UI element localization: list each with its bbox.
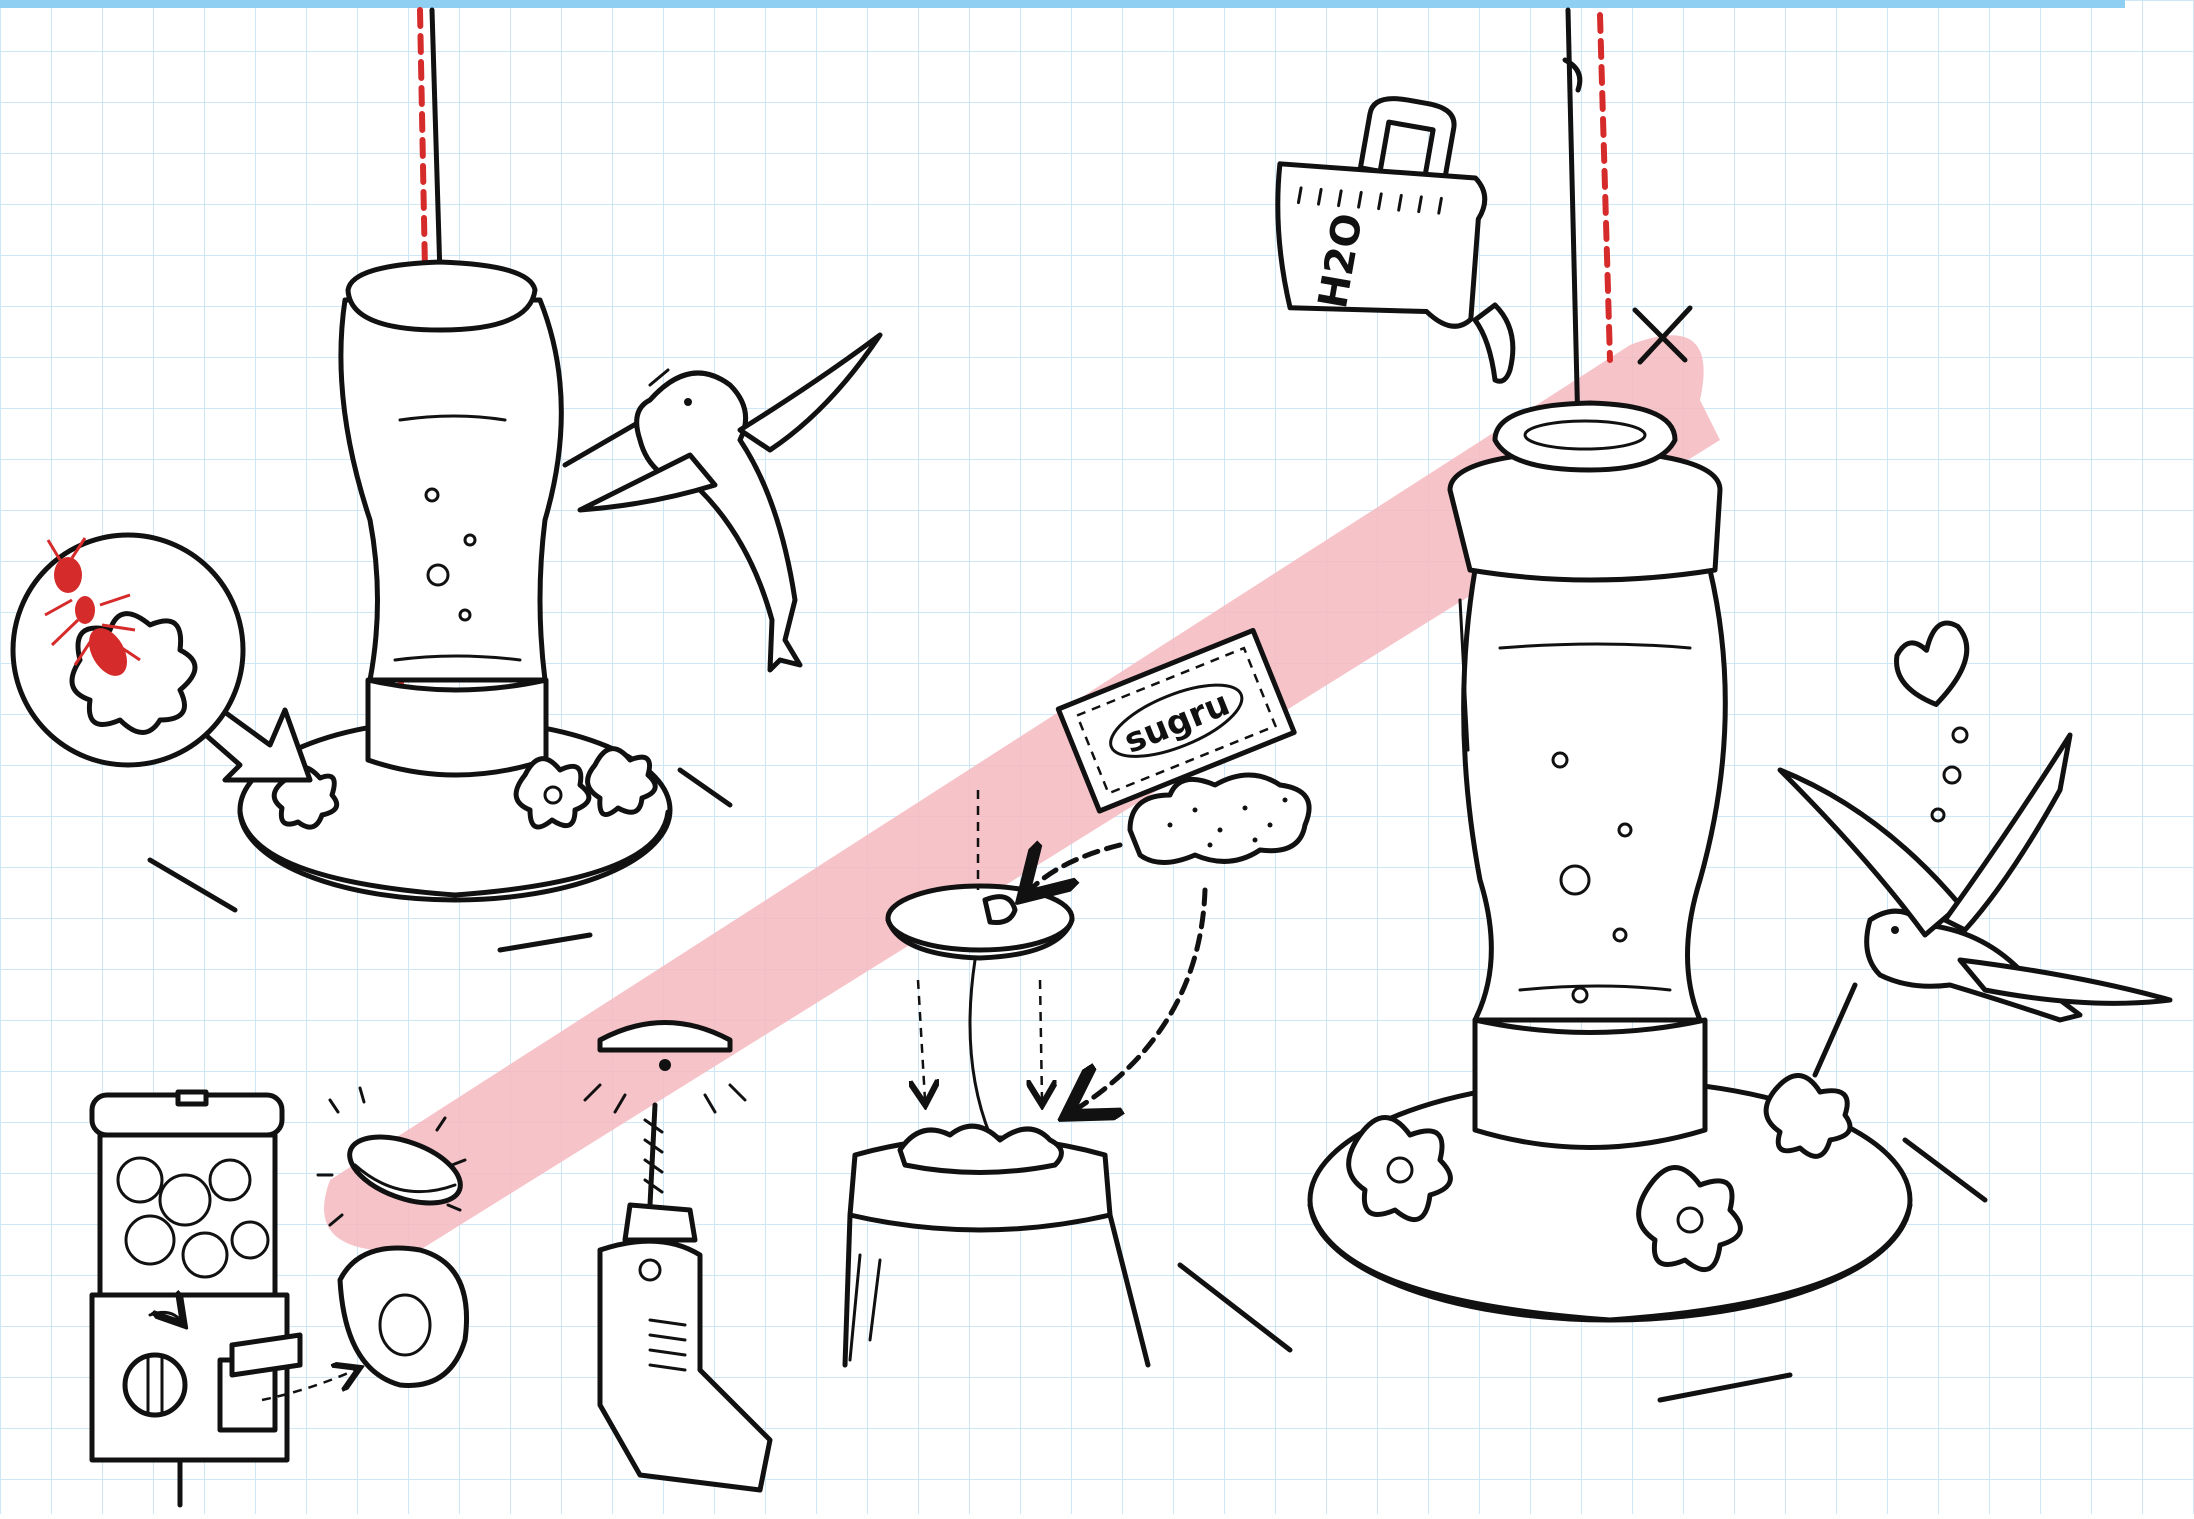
- top-blue-bar: [0, 0, 2125, 8]
- ant-magnifier: [13, 535, 243, 765]
- gumball-machine: [92, 1092, 300, 1505]
